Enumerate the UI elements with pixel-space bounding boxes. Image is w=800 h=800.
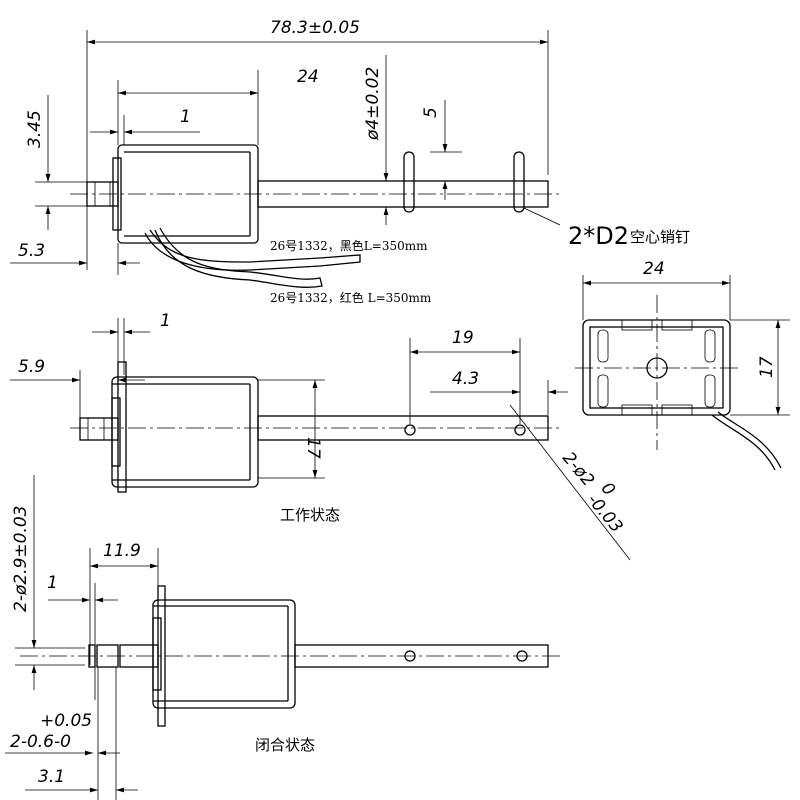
- red-wire-note: 26号1332，红色 L=350mm: [270, 290, 432, 305]
- end-view: 24 17: [575, 259, 790, 471]
- closed-caption: 闭合状态: [255, 736, 315, 754]
- gap-spec-dim: 2-0.6-0: [10, 732, 71, 752]
- shaft-diameter-dim: ø4±0.02: [363, 67, 383, 141]
- flange-thickness-dim: 1: [180, 107, 191, 127]
- plunger-height-dim: 3.45: [25, 110, 45, 148]
- pin: [513, 151, 525, 213]
- pin: [403, 151, 415, 213]
- end-height-dim: 17: [757, 356, 777, 378]
- hole-spec-dim: 2-ø2: [558, 448, 598, 490]
- black-wire: [144, 229, 361, 271]
- plunger-offset-dim: 5.3: [18, 241, 45, 261]
- working-frame-height-dim: 17: [303, 437, 323, 459]
- stroke-dim: 3.1: [38, 767, 65, 787]
- washer-diameter-dim: 2-ø2.9±0.03: [11, 506, 31, 612]
- hole-spacing-dim: 19: [452, 328, 474, 348]
- plunger-length-dim: 11.9: [103, 541, 141, 561]
- end-width-dim: 24: [643, 259, 665, 279]
- working-view: 1 5.9 19 4.3 17 2-ø2 0 -0: [10, 311, 631, 561]
- coil-length-dim: 24: [297, 67, 319, 87]
- washer-thickness-dim: 1: [47, 573, 58, 593]
- pin-label: 2*D2: [568, 222, 629, 250]
- working-caption: 工作状态: [280, 506, 340, 524]
- pin-label-cn: 空心销钉: [630, 228, 690, 246]
- closed-view: 11.9 1 2-ø2.9±0.03 +0.05 2-0.6-0 3.1 闭合状: [5, 475, 560, 800]
- working-flange-dim: 1: [160, 311, 171, 331]
- overall-length-dim: 78.3±0.05: [270, 18, 360, 38]
- black-wire-note: 26号1332，黑色L=350mm: [270, 239, 428, 253]
- hole-offset-dim: 4.3: [452, 369, 479, 389]
- working-offset-dim: 5.9: [18, 357, 45, 377]
- red-wire: [154, 227, 323, 288]
- pin-spacing-dim: 5: [421, 107, 441, 118]
- hole-tol-lower: -0.03: [583, 490, 627, 537]
- top-view: 78.3±0.05 24 1 ø4±0.02 5: [10, 18, 690, 305]
- gap-tol-upper: +0.05: [40, 711, 92, 731]
